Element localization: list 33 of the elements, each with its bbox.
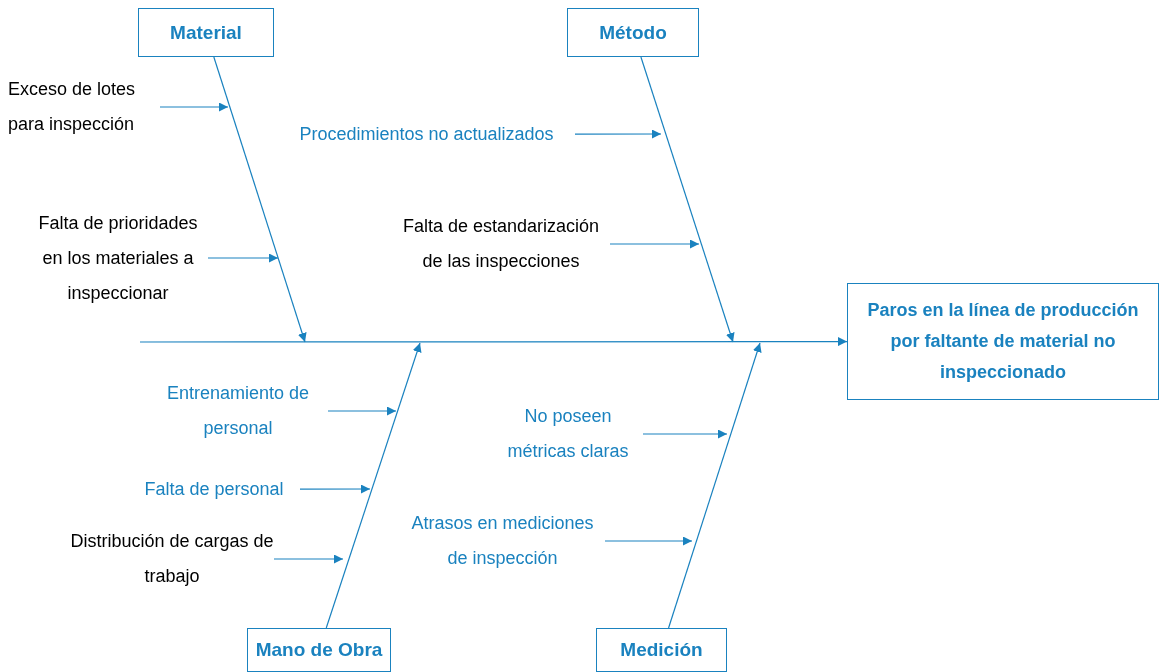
arrow xyxy=(640,56,735,343)
category-label: Material xyxy=(170,20,242,45)
arrow xyxy=(327,406,397,416)
arrow xyxy=(325,342,422,629)
effect-box xyxy=(847,283,1159,400)
arrow xyxy=(139,337,848,347)
cause-text: Falta de personal xyxy=(128,472,300,507)
cause-text: No poseen métricas claras xyxy=(493,399,643,469)
arrow xyxy=(604,536,693,546)
category-label: Medición xyxy=(620,638,703,662)
category-box xyxy=(247,628,391,672)
arrow xyxy=(609,239,700,249)
arrow xyxy=(667,342,762,629)
cause-text: Falta de prioridades en los materiales a inspeccionar xyxy=(28,206,208,310)
arrow xyxy=(574,129,662,139)
arrow xyxy=(213,56,307,343)
category-label: Mano de Obra xyxy=(255,638,383,662)
category-box xyxy=(596,628,727,672)
category-label: Método xyxy=(599,20,667,45)
cause-text: Distribución de cargas de trabajo xyxy=(70,524,274,594)
arrow xyxy=(159,102,229,112)
arrow xyxy=(273,554,344,564)
cause-text: Exceso de lotes para inspección xyxy=(8,72,160,142)
cause-text: Falta de estandarización de las inspecciones xyxy=(392,209,610,279)
cause-text: Atrasos en mediciones de inspección xyxy=(400,506,605,576)
cause-text: Procedimientos no actualizados xyxy=(278,117,575,152)
category-box xyxy=(138,8,274,57)
effect-label: Paros en la línea de producción por faltante de material no inspeccionado xyxy=(866,299,1140,384)
arrow xyxy=(642,429,728,439)
category-box xyxy=(567,8,699,57)
cause-text: Entrenamiento de personal xyxy=(148,376,328,446)
arrow xyxy=(299,484,371,494)
arrow xyxy=(207,253,279,263)
